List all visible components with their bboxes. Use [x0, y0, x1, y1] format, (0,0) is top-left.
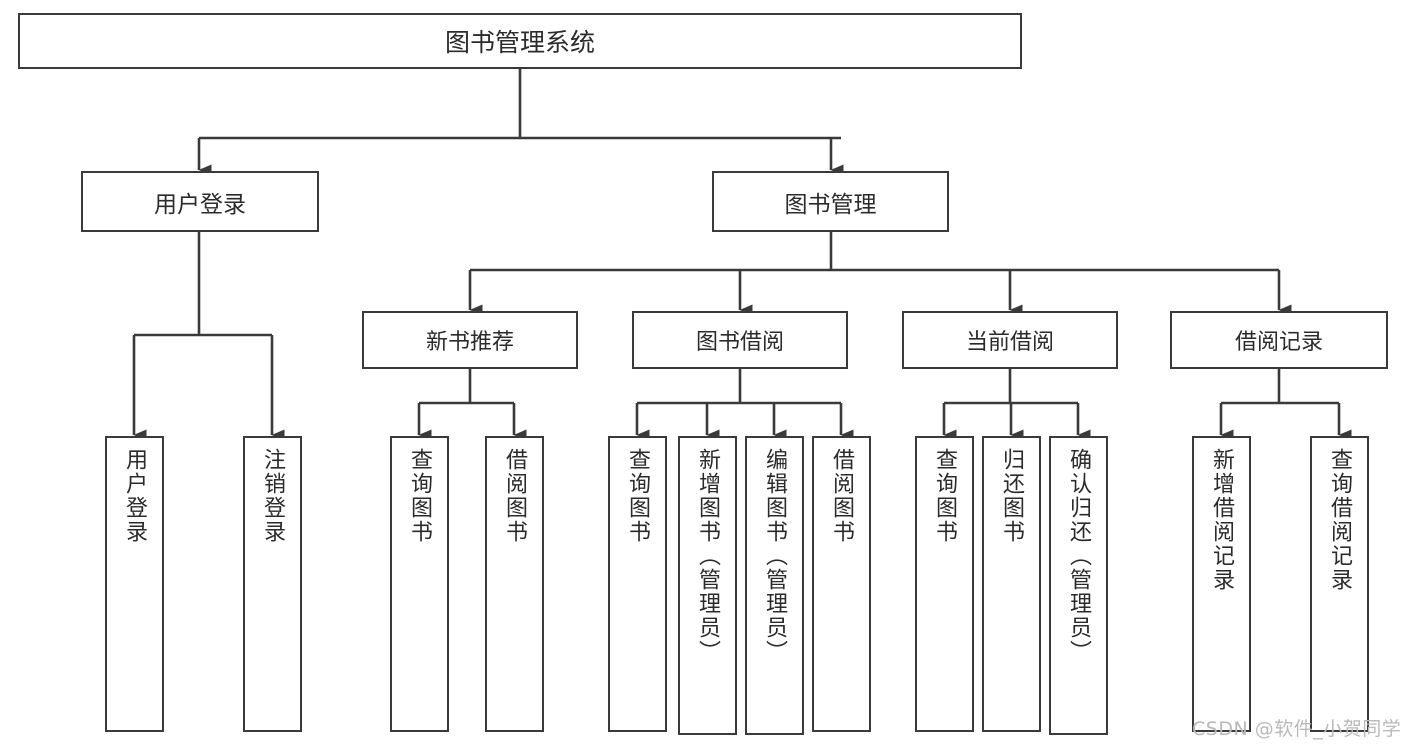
node-new-book-recommend[interactable]: 新书推荐 — [362, 311, 578, 369]
node-root[interactable]: 图书管理系统 — [18, 13, 1022, 69]
leaf-query-borrow-record-label: 查询借阅记录 — [1327, 448, 1353, 592]
leaf-query-book-new-label: 查询图书 — [407, 448, 433, 544]
leaf-add-book-admin-label: 新增图书（管理员） — [695, 448, 721, 664]
node-new-book-recommend-label: 新书推荐 — [425, 330, 514, 355]
leaf-edit-book-admin-label: 编辑图书（管理员） — [762, 448, 788, 664]
node-book-management[interactable]: 图书管理 — [712, 171, 949, 232]
leaf-confirm-return-admin[interactable]: 确认归还（管理员） — [1049, 436, 1108, 735]
leaf-query-book-borrow-label: 查询图书 — [625, 448, 651, 544]
leaf-borrow-book-new[interactable]: 借阅图书 — [485, 436, 544, 732]
leaf-add-borrow-record[interactable]: 新增借阅记录 — [1192, 436, 1251, 732]
watermark: CSDN @软件_小贺同学 — [1192, 714, 1401, 741]
leaf-query-book-borrow[interactable]: 查询图书 — [608, 436, 667, 732]
leaf-user-login-label: 用户登录 — [122, 448, 148, 544]
leaf-add-book-admin[interactable]: 新增图书（管理员） — [678, 436, 737, 735]
node-user-login-label: 用户登录 — [154, 191, 246, 218]
node-book-management-label: 图书管理 — [784, 191, 877, 218]
leaf-borrow-book-label: 借阅图书 — [829, 448, 855, 544]
leaf-borrow-book[interactable]: 借阅图书 — [812, 436, 871, 732]
node-borrow-records[interactable]: 借阅记录 — [1170, 311, 1388, 369]
watermark-text: CSDN @软件_小贺同学 — [1192, 718, 1402, 740]
leaf-return-book-label: 归还图书 — [999, 448, 1025, 544]
leaf-edit-book-admin[interactable]: 编辑图书（管理员） — [745, 436, 804, 735]
node-current-borrow-label: 当前借阅 — [965, 330, 1054, 355]
leaf-borrow-book-new-label: 借阅图书 — [502, 448, 528, 544]
leaf-return-book[interactable]: 归还图书 — [982, 436, 1041, 732]
leaf-user-login[interactable]: 用户登录 — [105, 436, 164, 732]
node-current-borrow[interactable]: 当前借阅 — [902, 311, 1118, 369]
leaf-logout[interactable]: 注销登录 — [243, 436, 302, 732]
node-borrow-records-label: 借阅记录 — [1234, 330, 1323, 355]
leaf-query-borrow-record[interactable]: 查询借阅记录 — [1310, 436, 1369, 732]
leaf-query-book-current[interactable]: 查询图书 — [915, 436, 974, 732]
leaf-confirm-return-admin-label: 确认归还（管理员） — [1066, 448, 1092, 664]
leaf-logout-label: 注销登录 — [260, 448, 286, 544]
node-book-borrow-label: 图书借阅 — [695, 330, 784, 355]
leaf-query-book-current-label: 查询图书 — [932, 448, 958, 544]
node-root-label: 图书管理系统 — [444, 28, 595, 57]
node-user-login[interactable]: 用户登录 — [81, 171, 319, 232]
leaf-query-book-new[interactable]: 查询图书 — [390, 436, 449, 732]
node-book-borrow[interactable]: 图书借阅 — [632, 311, 848, 369]
leaf-add-borrow-record-label: 新增借阅记录 — [1209, 448, 1235, 592]
